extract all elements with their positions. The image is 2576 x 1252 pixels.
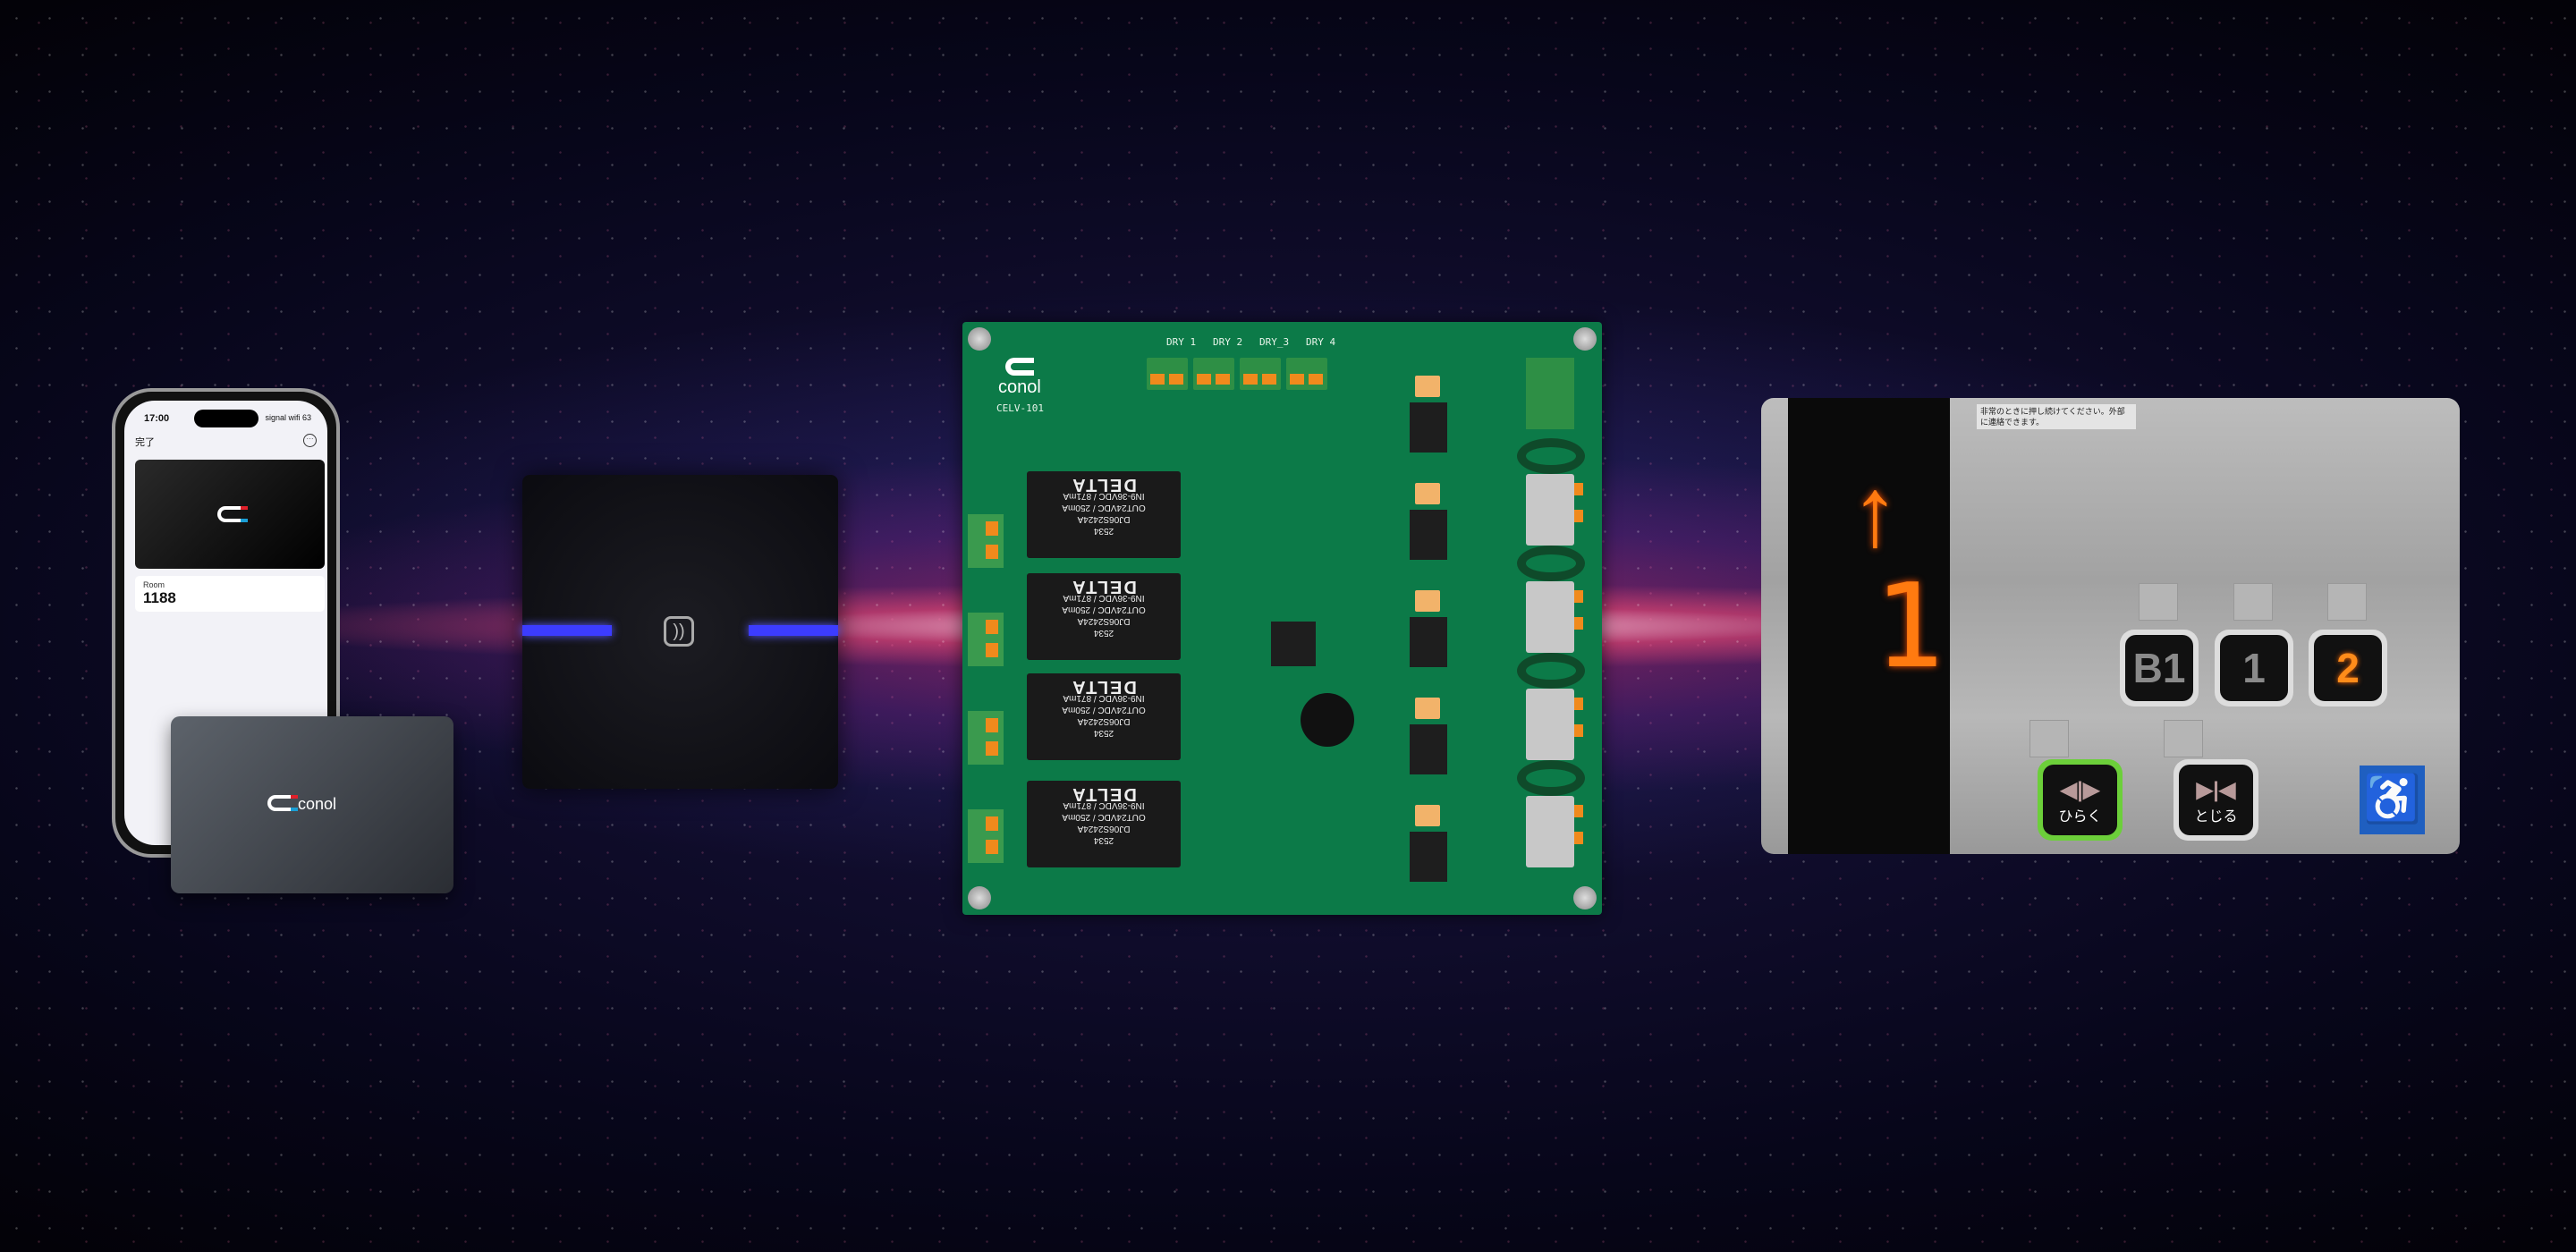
ic-chip [1410,617,1447,667]
terminal-block [1526,689,1583,760]
capacitor [1415,805,1440,826]
buzzer [1301,693,1354,747]
door-open-button[interactable]: ◀|▶ひらく [2038,759,2123,841]
braille-plate [2139,583,2178,621]
card-brand: conol [298,795,337,813]
dry-label: DRY_3 [1259,336,1290,348]
board-logo: conol [998,358,1041,398]
wheelchair-icon: ♿ [2360,766,2425,834]
up-arrow-icon: ↑ [1851,457,1900,567]
microcontroller [1271,622,1316,666]
terminal-dry1 [1147,358,1188,390]
nfc-icon: )) [664,616,694,647]
ferrite-core [1517,546,1585,581]
board-model: CELV-101 [996,402,1044,414]
screw [968,327,991,351]
status-time: 17:00 [144,413,170,424]
ferrite-core [1517,653,1585,689]
ic-chip [1410,402,1447,453]
power-terminal [968,809,1004,863]
dry-label: DRY 4 [1306,336,1336,348]
key-card: conol [171,716,453,893]
current-floor: 1 [1874,558,1945,694]
more-icon[interactable]: ··· [303,434,317,447]
power-terminal [968,514,1004,568]
conol-logo-icon [217,506,248,522]
board-brand: conol [998,377,1041,397]
terminal-dry4 [1286,358,1327,390]
floor-button-b1[interactable]: B1 [2120,630,2199,706]
power-terminal [968,613,1004,666]
floor-button-1[interactable]: 1 [2215,630,2293,706]
door-close-button[interactable]: ▶|◀とじる [2174,759,2258,841]
capacitor [1415,590,1440,612]
terminal-dry3 [1240,358,1281,390]
done-button[interactable]: 完了 [135,437,155,448]
braille-plate [2164,720,2203,757]
floor-indicator: ↑ 1 [1788,398,1950,854]
power-terminal [968,711,1004,765]
ic-chip [1410,510,1447,560]
ferrite-core [1517,438,1585,474]
led-bar-left [522,625,612,636]
ferrite-core [1517,760,1585,796]
conol-logo-icon [267,795,298,811]
digital-key-pass[interactable] [135,460,325,569]
capacitor [1415,698,1440,719]
braille-plate [2233,583,2273,621]
room-label: Room [143,580,165,589]
dry-label: DRY 2 [1213,336,1243,348]
ic-chip [1410,832,1447,882]
terminal-block [1526,474,1583,546]
capacitor [1415,376,1440,397]
elevator-panel: ↑ 1 非常のときに押し続けてください。外部に連絡できます。 B1 1 2 ◀|… [1761,398,2460,854]
status-icons: signal wifi 63 [265,413,311,422]
room-number: 1188 [143,589,176,606]
screw [1573,886,1597,909]
room-field: Room 1188 [135,576,325,612]
capacitor [1415,483,1440,504]
terminal-dry2 [1193,358,1234,390]
screw [968,886,991,909]
door-open-icon: ◀|▶ [2060,778,2100,802]
braille-plate [2327,583,2367,621]
ic-chip [1410,724,1447,774]
led-bar-right [749,625,838,636]
terminal-block [1526,581,1583,653]
dry-label: DRY 1 [1166,336,1197,348]
control-board: conol CELV-101 DRY 1 DRY 2 DRY_3 DRY 4 2… [962,322,1602,915]
floor-button-2[interactable]: 2 [2309,630,2387,706]
terminal-block [1526,358,1574,429]
nfc-reader: )) [522,475,838,789]
terminal-block [1526,796,1583,867]
emergency-notice: 非常のときに押し続けてください。外部に連絡できます。 [1977,404,2136,429]
dynamic-island [194,410,258,427]
screw [1573,327,1597,351]
door-close-icon: ▶|◀ [2196,778,2236,802]
braille-plate [2029,720,2069,757]
